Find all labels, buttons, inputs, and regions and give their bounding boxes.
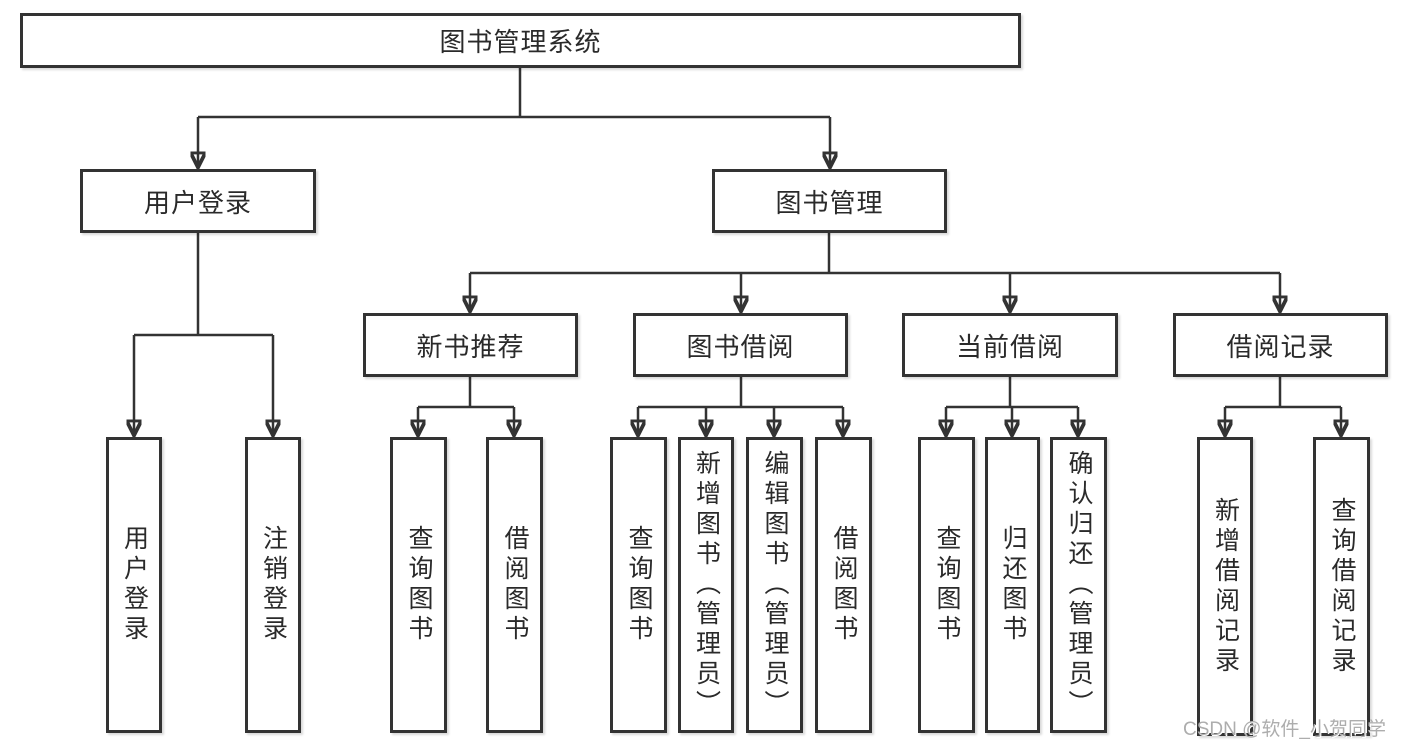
leaf-return-book: 归还图书 <box>985 437 1040 733</box>
node-label: 用户登录 <box>143 187 252 218</box>
leaf-label: 查询图书 <box>933 525 961 645</box>
leaf-confirm-return-admin: 确认归还（管理员） <box>1050 437 1107 733</box>
node-library-system: 图书管理系统 <box>20 13 1021 68</box>
node-borrow-records: 借阅记录 <box>1173 313 1388 377</box>
leaf-query-borrow-record: 查询借阅记录 <box>1313 437 1370 736</box>
leaf-add-book-admin: 新增图书（管理员） <box>678 437 734 733</box>
node-user-login: 用户登录 <box>80 169 316 233</box>
leaf-label: 注销登录 <box>259 525 288 645</box>
leaf-logout: 注销登录 <box>245 437 301 733</box>
leaf-edit-book-admin: 编辑图书（管理员） <box>746 437 803 733</box>
node-current-borrow: 当前借阅 <box>902 313 1118 377</box>
csdn-watermark: CSDN @软件_小贺同学 <box>1183 719 1386 740</box>
node-label: 图书管理 <box>775 187 884 218</box>
leaf-add-borrow-record: 新增借阅记录 <box>1197 437 1253 736</box>
leaf-label: 用户登录 <box>120 525 149 645</box>
leaf-label: 归还图书 <box>999 525 1027 645</box>
leaf-borrow-books-recommend: 借阅图书 <box>486 437 543 733</box>
leaf-query-books-recommend: 查询图书 <box>390 437 447 733</box>
leaf-label: 借阅图书 <box>501 525 529 645</box>
node-book-management: 图书管理 <box>712 169 947 233</box>
node-label: 借阅记录 <box>1226 331 1335 362</box>
leaf-label: 编辑图书（管理员） <box>761 450 789 720</box>
leaf-borrow-books: 借阅图书 <box>815 437 872 733</box>
node-label: 当前借阅 <box>955 331 1064 362</box>
leaf-label: 查询借阅记录 <box>1328 496 1356 677</box>
node-new-book-recommend: 新书推荐 <box>363 313 578 377</box>
leaf-user-login: 用户登录 <box>106 437 162 733</box>
leaf-label: 查询图书 <box>625 525 653 645</box>
node-label: 图书管理系统 <box>439 27 602 57</box>
node-label: 图书借阅 <box>686 331 795 362</box>
leaf-label: 借阅图书 <box>830 525 858 645</box>
leaf-label: 新增图书（管理员） <box>692 450 721 720</box>
leaf-label: 确认归还（管理员） <box>1065 450 1093 720</box>
leaf-label: 新增借阅记录 <box>1211 496 1240 677</box>
leaf-label: 查询图书 <box>405 525 433 645</box>
node-label: 新书推荐 <box>416 331 525 362</box>
node-book-borrow: 图书借阅 <box>633 313 848 377</box>
leaf-query-books-borrow: 查询图书 <box>610 437 667 733</box>
leaf-query-books-current: 查询图书 <box>918 437 975 733</box>
